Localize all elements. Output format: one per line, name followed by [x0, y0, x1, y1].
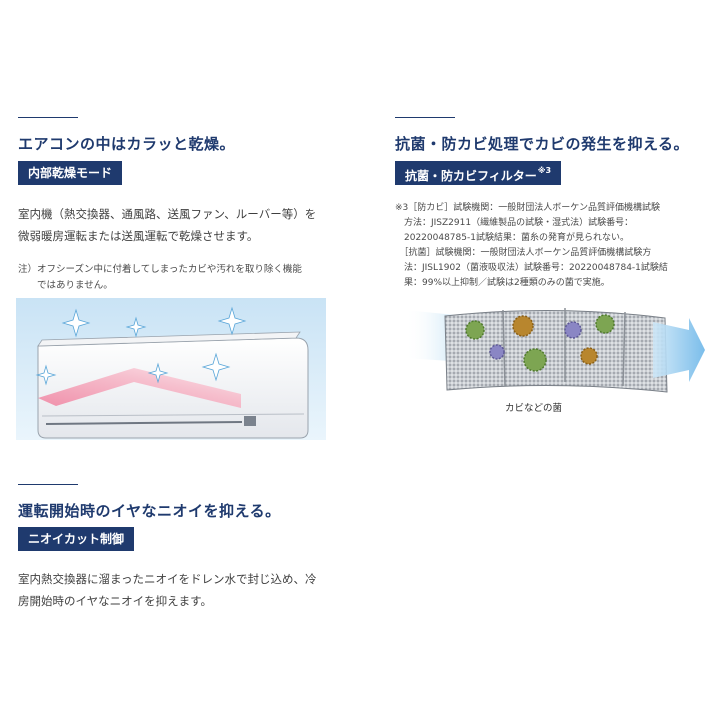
airflow-arrow-icon — [653, 318, 705, 382]
spore-icon — [465, 314, 615, 372]
footnote-line-1: ※3［防カビ］試験機関：一般財団法人ボーケン品質評価機構試験 — [395, 203, 660, 213]
badge-footnote-mark: ※3 — [537, 166, 552, 175]
note-dry-line-2: ではありません。 — [18, 280, 113, 291]
airflow-arrow-icon — [38, 368, 241, 408]
badge-antibacterial-filter: 抗菌・防カビフィルター※3 — [395, 161, 562, 185]
footnote-line-5: 法：JISL1902（菌液吸収法）試験番号：20220048784-1試験結 — [395, 263, 668, 273]
footnote-line-3: 20220048785-1試験結果：菌糸の発育が見られない。 — [395, 233, 629, 243]
body-odor-line-1: 室内熱交換器に溜まったニオイをドレン水で封じ込め、冷 — [18, 572, 317, 586]
footnote-line-2: 方法：JISZ2911（繊維製品の試験・湿式法）試験番号： — [395, 218, 634, 228]
body-dry-line-1: 室内機（熱交換器、通風路、送風ファン、ルーバー等）を — [18, 207, 317, 221]
ac-unit-illustration — [16, 298, 326, 440]
filter-mesh-icon — [444, 308, 668, 393]
badge-internal-dry-mode: 内部乾燥モード — [18, 161, 123, 185]
sparkle-icon — [35, 306, 247, 386]
footnote-line-6: 果：99%以上抑制／試験は2種類のみの菌で実施。 — [395, 278, 610, 288]
filter-illustration — [405, 308, 705, 393]
section-rule-antibac — [395, 117, 455, 118]
badge-odor-cut-control: ニオイカット制御 — [18, 527, 135, 551]
footnote-line-4: ［抗菌］試験機関：一般財団法人ボーケン品質評価機構試験方 — [395, 248, 652, 258]
note-dry-line-1: 注）オフシーズン中に付着してしまったカビや汚れを取り除く機能 — [18, 264, 302, 275]
heading-odor-cut: 運転開始時のイヤなニオイを抑える。 — [18, 502, 281, 520]
heading-internal-dry: エアコンの中はカラッと乾燥。 — [18, 135, 236, 153]
heading-antibacterial: 抗菌・防カビ処理でカビの発生を抑える。 — [395, 135, 690, 153]
body-dry-line-2: 微弱暖房運転または送風運転で乾燥させます。 — [18, 229, 259, 243]
body-odor-line-2: 房開始時のイヤなニオイを抑えます。 — [18, 594, 213, 608]
filter-caption: カビなどの菌 — [505, 403, 563, 414]
section-rule-dry — [18, 117, 78, 118]
section-rule-odor — [18, 484, 78, 485]
badge-antibacterial-filter-label: 抗菌・防カビフィルター — [405, 169, 537, 183]
